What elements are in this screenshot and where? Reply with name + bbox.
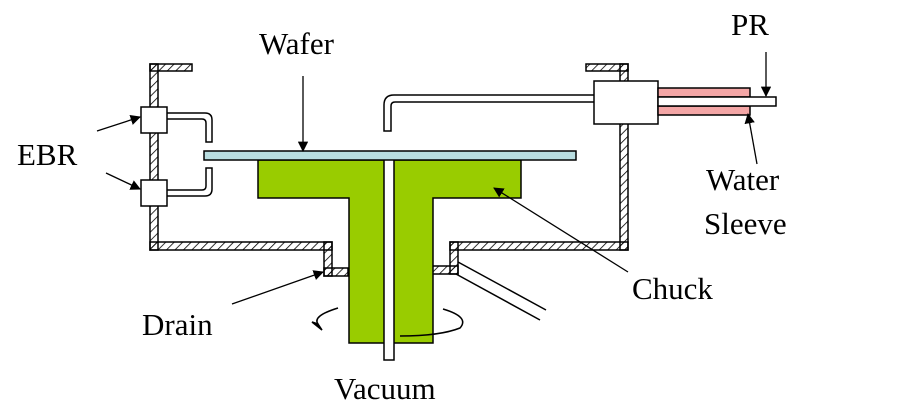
pr-nozzle-block [593,80,659,125]
wafer [203,150,577,161]
catch-cup [149,63,629,277]
label-ebr: EBR [17,137,78,172]
pr-line [657,96,777,107]
ebr-nozzles [140,106,213,207]
label-pr: PR [731,7,769,42]
left-step [323,267,349,277]
left-wall [149,63,159,251]
pr-dispense-arm [383,80,777,132]
vacuum-line [383,157,395,361]
arrow-icon [493,187,629,273]
arrow-icon [744,112,758,165]
arrow-icon [105,172,141,190]
right-step [431,265,459,275]
label-drain: Drain [142,307,213,342]
water-sleeve-bottom [657,105,751,116]
label-water: Water [706,162,780,197]
ebr-nozzle-bottom [140,179,168,207]
bottom-left-wall [149,241,333,251]
bottom-right-wall [449,241,629,251]
label-chuck: Chuck [632,271,713,306]
ebr-nozzle-top [140,106,168,134]
rotation-arrow-icon [311,307,464,337]
leader-arrows [96,52,772,305]
drain-pipe [455,261,547,321]
arrow-icon [231,270,324,305]
label-sleeve: Sleeve [704,206,787,241]
label-wafer: Wafer [259,26,335,61]
label-vacuum: Vacuum [334,371,436,406]
water-sleeve-top [657,87,751,98]
arrow-icon [96,114,141,132]
